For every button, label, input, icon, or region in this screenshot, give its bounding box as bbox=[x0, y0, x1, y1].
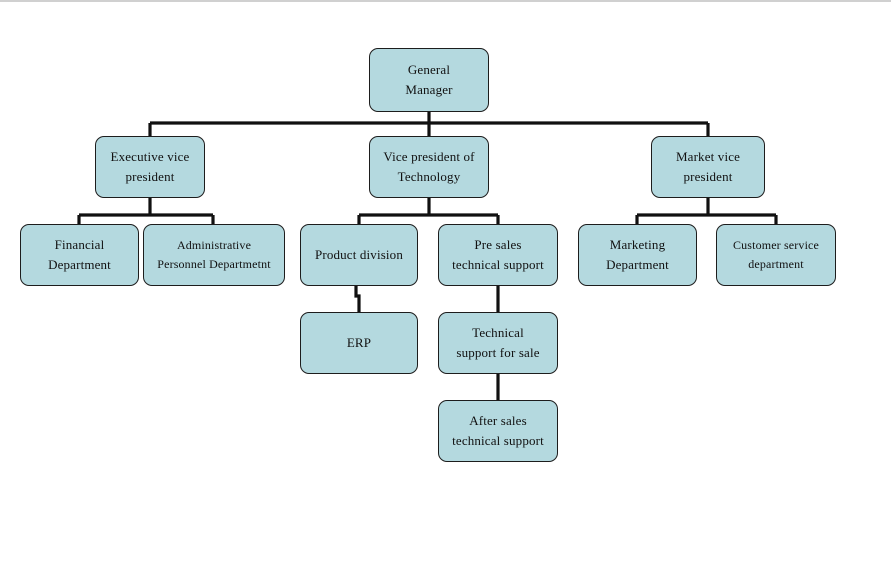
node-technical-support-for-sale[interactable]: Technical support for sale bbox=[438, 312, 558, 374]
node-label-line: ERP bbox=[346, 334, 372, 350]
node-label-line: president bbox=[683, 169, 733, 184]
node-label-line: Manager bbox=[405, 82, 453, 97]
node-label-line: Vice president of bbox=[383, 148, 475, 164]
edge-product-division-to-erp bbox=[354, 286, 361, 312]
node-general-manager[interactable]: General Manager bbox=[369, 48, 489, 112]
node-financial-department[interactable]: Financial Department bbox=[20, 224, 139, 286]
node-label-line: Market vice bbox=[675, 148, 741, 164]
node-label-line: Technology bbox=[397, 169, 461, 184]
node-label-line: support for sale bbox=[456, 345, 540, 360]
node-label-line: Customer service bbox=[732, 238, 820, 253]
node-label-line: Executive vice bbox=[110, 148, 190, 164]
node-administrative-personnel-department[interactable]: Administrative Personnel Departmetnt bbox=[143, 224, 285, 286]
node-erp[interactable]: ERP bbox=[300, 312, 418, 374]
node-product-division[interactable]: Product division bbox=[300, 224, 418, 286]
node-pre-sales-technical-support[interactable]: Pre sales technical support bbox=[438, 224, 558, 286]
node-label-line: Department bbox=[48, 257, 111, 272]
node-after-sales-technical-support[interactable]: After sales technical support bbox=[438, 400, 558, 462]
node-label-line: technical support bbox=[452, 433, 544, 448]
node-label-line: Personnel Departmetnt bbox=[157, 257, 271, 271]
node-label-line: Financial bbox=[54, 236, 105, 252]
node-label-line: Product division bbox=[315, 246, 403, 262]
node-label-line: Marketing bbox=[609, 236, 666, 252]
node-marketing-department[interactable]: Marketing Department bbox=[578, 224, 697, 286]
node-label-line: president bbox=[125, 169, 175, 184]
node-label-line: After sales bbox=[469, 412, 527, 428]
node-label-line: technical support bbox=[452, 257, 544, 272]
node-label-line: Technical bbox=[472, 324, 524, 340]
node-executive-vice-president[interactable]: Executive vice president bbox=[95, 136, 205, 198]
node-vice-president-of-technology[interactable]: Vice president of Technology bbox=[369, 136, 489, 198]
node-market-vice-president[interactable]: Market vice president bbox=[651, 136, 765, 198]
node-label-line: General bbox=[407, 61, 451, 77]
node-customer-service-department[interactable]: Customer service department bbox=[716, 224, 836, 286]
node-label-line: department bbox=[748, 257, 804, 271]
node-label-line: Department bbox=[606, 257, 669, 272]
node-label-line: Administrative bbox=[176, 238, 252, 253]
node-label-line: Pre sales bbox=[474, 236, 522, 252]
